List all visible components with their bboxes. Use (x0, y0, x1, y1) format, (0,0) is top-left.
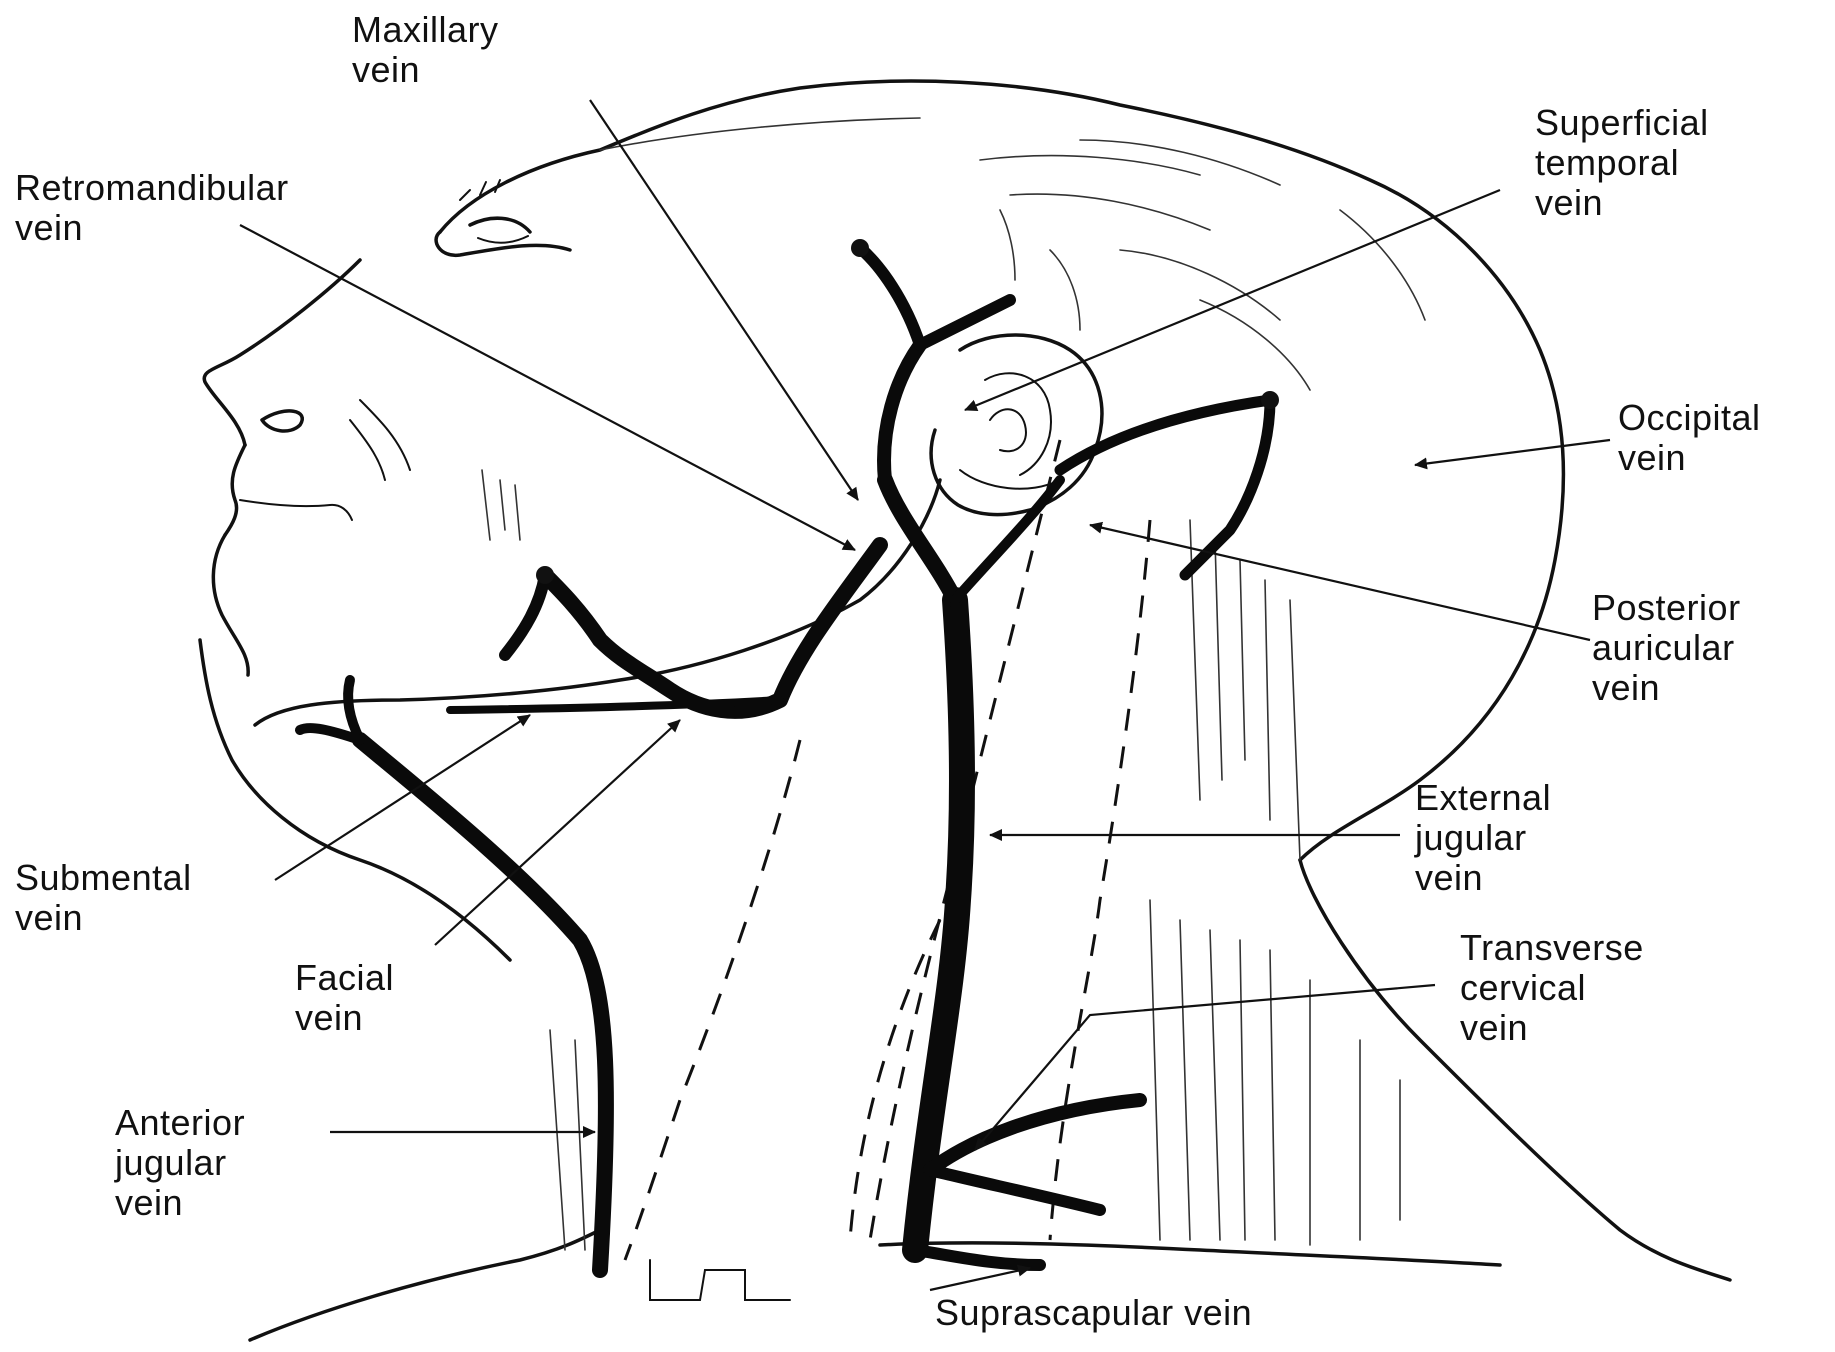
facial-vein-vessel (545, 545, 880, 711)
superficial-temporal-vein-vessel (860, 248, 920, 345)
label-external-jugular-vein: External jugular vein (1414, 777, 1562, 898)
transverse-cervical-vein-vessel (930, 1100, 1140, 1170)
transverse-cervical-leader (975, 985, 1435, 1150)
superficial-temporal-leader (965, 190, 1500, 410)
label-suprascapular-vein: Suprascapular vein (935, 1292, 1252, 1333)
label-transverse-cervical-vein: Transverse cervical vein (1460, 927, 1654, 1048)
retromandibular-leader (240, 225, 855, 550)
veins (300, 239, 1279, 1270)
labels: Maxillary vein Retromandibular vein Supe… (15, 9, 1771, 1333)
label-occipital-vein: Occipital vein (1618, 397, 1771, 478)
posterior-auricular-vein-vessel (955, 480, 1060, 600)
label-anterior-jugular-vein: Anterior jugular vein (114, 1102, 256, 1223)
occipital-leader (1415, 440, 1610, 465)
suprascapular-leader (930, 1268, 1030, 1290)
maxillary-leader (590, 100, 858, 500)
label-submental-vein: Submental vein (15, 857, 202, 938)
label-posterior-auricular-vein: Posterior auricular vein (1592, 587, 1751, 708)
anterior-jugular-vein-vessel (360, 740, 606, 1270)
posterior-auricular-leader (1090, 525, 1590, 640)
label-facial-vein: Facial vein (295, 957, 405, 1038)
label-superficial-temporal-vein: Superficial temporal vein (1535, 102, 1719, 223)
label-maxillary-vein: Maxillary vein (352, 9, 509, 90)
label-retromandibular-vein: Retromandibular vein (15, 167, 299, 248)
suprascapular-vein-vessel (915, 1250, 1040, 1265)
